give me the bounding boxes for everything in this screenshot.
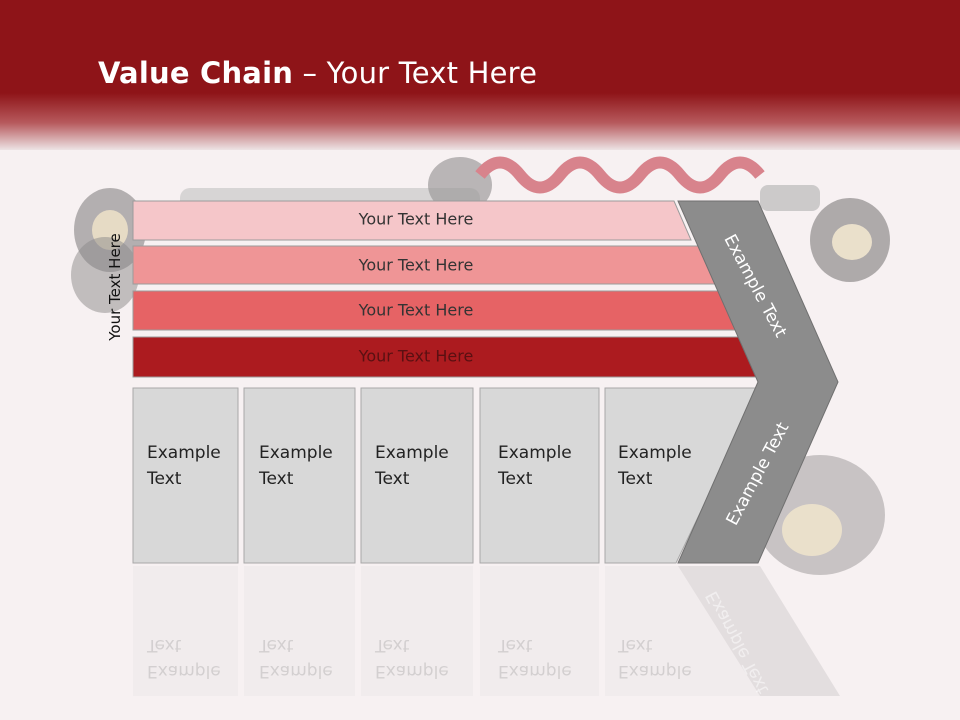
example-box-5 xyxy=(604,387,761,564)
box-1-text: Example Text xyxy=(147,443,221,489)
box-4-text-reflection: Example Text xyxy=(498,635,572,681)
box-2-text: Example Text xyxy=(259,443,333,489)
slide-title: Value Chain – Your Text Here xyxy=(98,56,537,90)
shock-absorber-background-image xyxy=(71,156,890,575)
example-box-2 xyxy=(243,387,356,564)
side-label: Your Text Here xyxy=(106,233,124,341)
box-3-text: Example Text xyxy=(375,443,449,489)
chevron-reflection xyxy=(678,566,840,696)
box-2-text-reflection: Example Text xyxy=(259,635,333,681)
example-box-3 xyxy=(360,387,474,564)
box-3-text-reflection: Example Text xyxy=(375,635,449,681)
example-box-1 xyxy=(132,387,239,564)
box-reflection xyxy=(133,566,238,696)
bar-3-label: Your Text Here xyxy=(358,301,474,320)
example-box-4 xyxy=(479,387,600,564)
title-rest: – Your Text Here xyxy=(293,56,538,90)
box-1-text-reflection: Example Text xyxy=(147,635,221,681)
bar-2-label: Your Text Here xyxy=(358,256,474,275)
box-4-text: Example Text xyxy=(498,443,572,489)
title-bold: Value Chain xyxy=(98,56,294,90)
header-band xyxy=(0,0,960,150)
box-reflection xyxy=(244,566,355,696)
bar-1 xyxy=(132,200,692,241)
box-5-text: Example Text xyxy=(618,443,692,489)
box-reflection xyxy=(605,566,760,696)
box-5-text-reflection: Example Text xyxy=(618,635,692,681)
box-reflection xyxy=(480,566,599,696)
bar-4-label: Your Text Here xyxy=(358,347,474,366)
bar-1-label: Your Text Here xyxy=(358,210,474,229)
box-reflection xyxy=(361,566,473,696)
value-chain-chevron xyxy=(677,200,839,564)
